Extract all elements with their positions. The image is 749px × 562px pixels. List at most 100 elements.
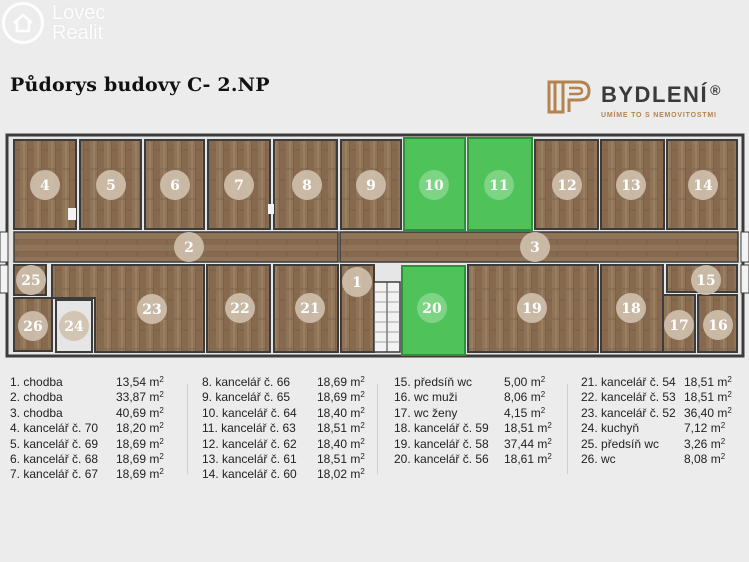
room-area: 3,26 m2 [684,437,725,452]
room-name: 2. chodba [10,390,63,405]
room-area: 18,51 m2 [684,375,732,390]
area-unit-exponent: 2 [159,436,164,446]
area-value: 18,51 [684,375,715,389]
room-number: 23 [142,302,161,318]
legend-separator [377,384,378,474]
room-label-20: 20 [417,293,447,323]
room-label-24: 24 [59,311,89,341]
room-area: 13,54 m2 [116,375,164,390]
area-unit-exponent: 2 [540,375,546,384]
room-label-circle [18,311,48,341]
area-unit-exponent: 2 [360,405,365,415]
room-label-circle [160,170,190,200]
room-number: 5 [106,178,116,194]
area-value: 8,06 [504,390,528,405]
room-area: 18,02 m2 [317,467,365,482]
area-unit: m [149,451,160,466]
area-unit-exponent: 2 [360,436,365,446]
area-value: 18,69 [317,375,348,389]
area-unit: m [710,421,721,436]
room-label-circle [59,311,89,341]
area-value: 8,08 [684,451,708,466]
area-unit-exponent: 2 [360,390,365,400]
area-value: 18,40 [317,436,348,451]
staircase [373,281,401,353]
room-area: 37,44 m2 [504,437,552,452]
area-unit: m [717,375,728,389]
room-label-circle [552,170,582,200]
area-unit-exponent: 2 [720,436,726,446]
room-number: 26 [23,319,42,335]
room-number: 20 [422,301,442,317]
area-value: 33,87 [116,390,147,405]
room-area: 18,69 m2 [317,375,365,390]
room-label-circle [703,310,733,340]
area-unit: m [350,451,361,466]
room-number: 4 [40,178,50,194]
legend-separator [187,384,188,474]
room-name: 5. kancelář č. 69 [10,436,99,451]
room-label-13: 13 [616,170,646,200]
room-area: 18,69 m2 [116,452,164,467]
room-label-circle [616,293,646,323]
room-area: 36,40 m2 [684,406,732,421]
area-unit: m [350,436,361,451]
room-label-9: 9 [356,170,386,200]
area-unit-exponent: 2 [540,405,546,415]
room-name: 1. chodba [10,375,63,389]
area-value: 36,40 [684,405,715,420]
room-name: 23. kancelář č. 52 [581,405,676,420]
room-area: 40,69 m2 [116,406,164,421]
legend-row: 23. kancelář č. 52 36,40 m2 [581,406,749,421]
room-number: 17 [669,318,688,334]
room-area: 8,08 m2 [684,452,725,467]
room-area: 18,69 m2 [317,390,365,405]
room-name: 22. kancelář č. 53 [581,390,676,405]
room-label-21: 21 [295,293,325,323]
area-unit: m [149,405,160,420]
area-value: 3,26 [684,436,708,451]
room-name: 21. kancelář č. 54 [581,375,676,389]
room-number: 10 [424,178,444,194]
room-number: 13 [621,178,640,194]
area-value: 13,54 [116,375,147,389]
room-label-1: 1 [342,267,372,297]
logo-registered: ® [710,82,722,98]
room-label-circle [224,170,254,200]
room-label-8: 8 [292,170,322,200]
room-area: 18,40 m2 [317,437,365,452]
legend-row: 21. kancelář č. 54 18,51 m2 [581,375,749,390]
area-unit: m [149,390,160,405]
room-number: 21 [300,301,319,317]
room-label-circle [342,267,372,297]
area-unit-exponent: 2 [159,405,164,415]
room-number: 12 [557,178,576,194]
area-unit: m [350,375,361,389]
area-unit: m [149,436,160,451]
room-label-10: 10 [419,170,449,200]
room-name: 24. kuchyň [581,421,640,436]
area-value: 37,44 [504,436,535,451]
area-unit-exponent: 2 [159,467,164,477]
room-area: 5,00 m2 [504,375,545,390]
area-value: 7,12 [684,421,708,436]
area-value: 18,51 [317,421,348,436]
area-unit: m [149,421,160,436]
room-number: 24 [64,319,84,335]
area-unit-exponent: 2 [727,405,732,415]
area-unit: m [530,405,541,420]
room-number: 9 [366,178,376,194]
room-label-circle [295,293,325,323]
